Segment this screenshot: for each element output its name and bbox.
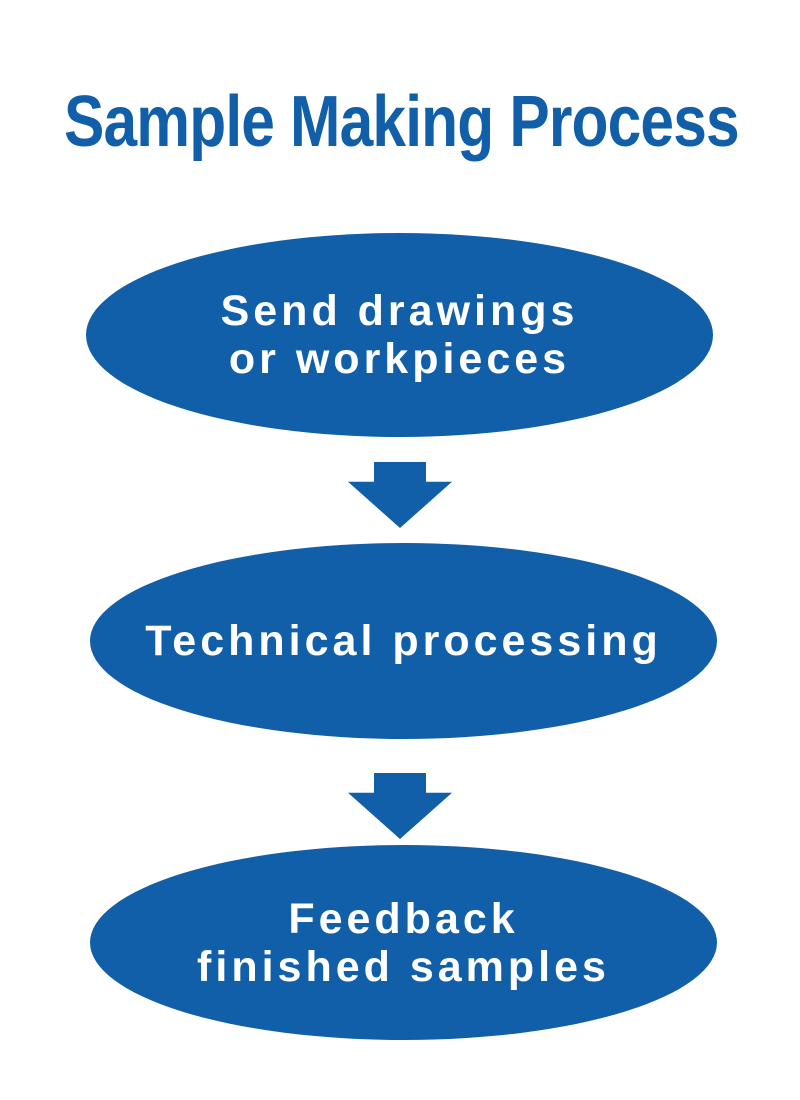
flow-step-label: Technical processing (145, 617, 662, 665)
step-label-line: Feedback (288, 894, 519, 943)
page-title: Sample Making Process (64, 82, 740, 162)
step-label-line: Technical processing (145, 617, 662, 665)
down-arrow-icon (348, 773, 452, 839)
flow-step-technical-processing: Technical processing (90, 543, 717, 739)
flow-step-label: Send drawings or workpieces (221, 287, 579, 383)
flow-step-send-drawings: Send drawings or workpieces (86, 233, 713, 437)
step-label-line: or workpieces (228, 335, 571, 383)
step-label-line: Send drawings (220, 287, 579, 335)
flow-step-label: Feedback finished samples (197, 895, 610, 991)
step-label-line: finished samples (197, 942, 610, 991)
down-arrow-icon (348, 462, 452, 528)
flow-step-feedback-finished-samples: Feedback finished samples (90, 845, 717, 1040)
